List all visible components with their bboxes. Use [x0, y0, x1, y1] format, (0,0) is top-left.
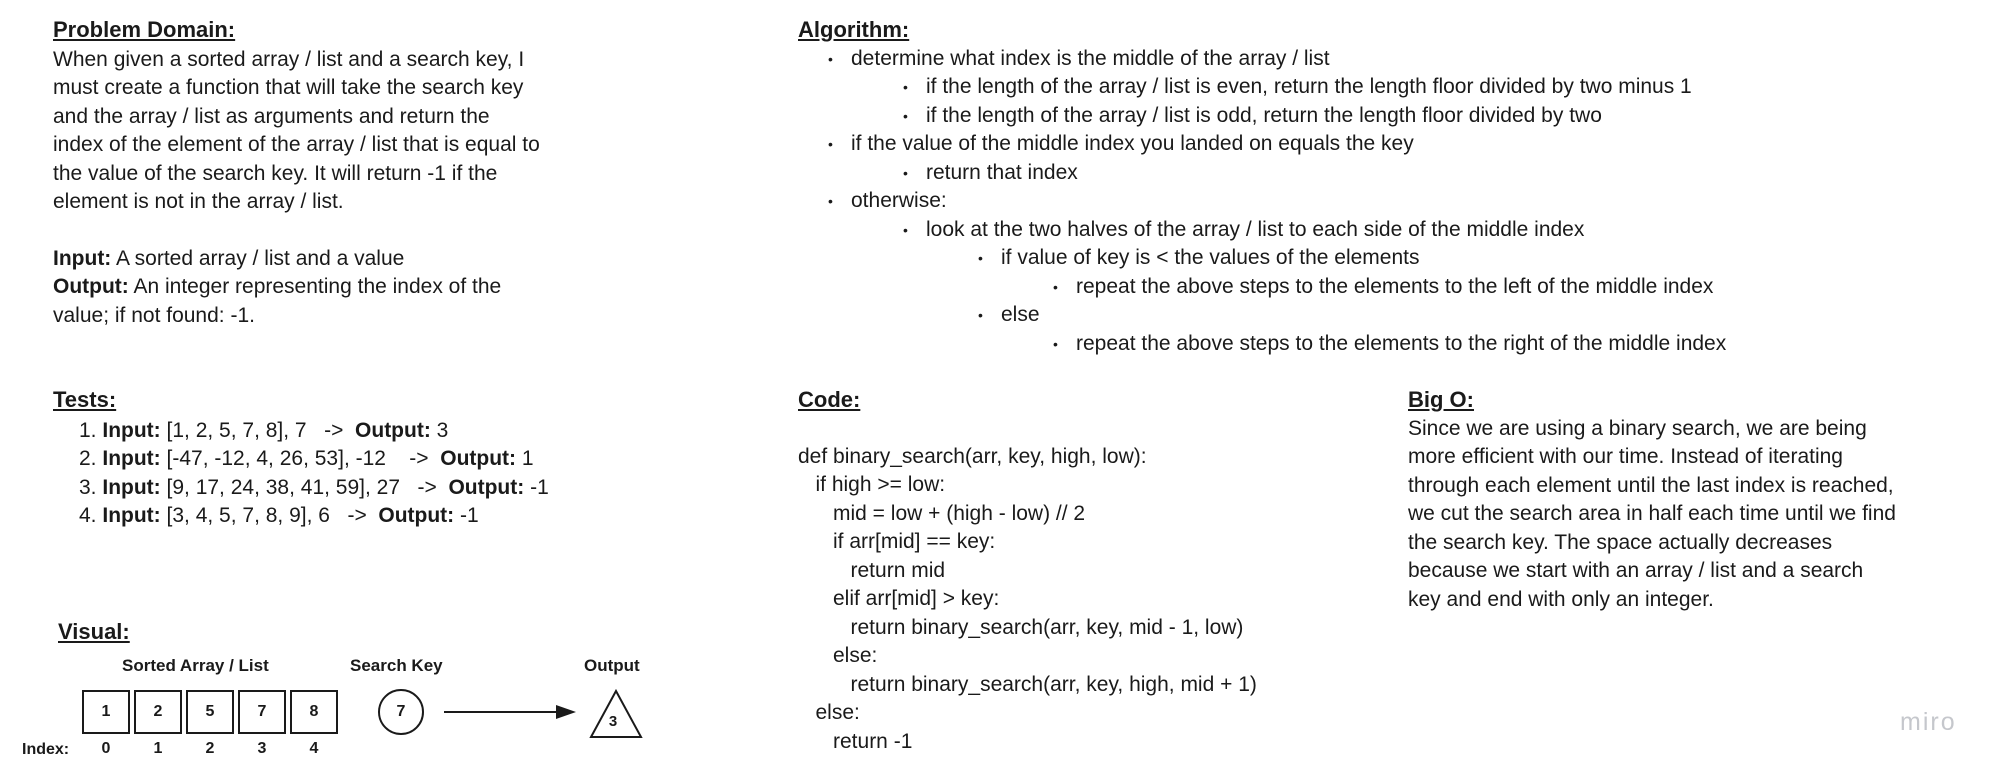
code-line: return mid: [798, 558, 946, 582]
algorithm-step: if the value of the middle index you lan…: [798, 130, 1998, 159]
algorithm-step: repeat the above steps to the elements t…: [798, 273, 1998, 302]
big-o-line: the search key. The space actually decre…: [1408, 530, 1833, 554]
big-o-section: Big O: Since we are using a binary searc…: [1408, 386, 1998, 614]
algorithm-step: if the length of the array / list is eve…: [798, 73, 1998, 102]
problem-domain-section: Problem Domain: When given a sorted arra…: [53, 16, 653, 330]
array-cell: 5: [186, 690, 234, 734]
problem-line: the value of the search key. It will ret…: [53, 161, 498, 185]
algorithm-step: else: [798, 301, 1998, 330]
input-label: Input:: [53, 246, 112, 270]
big-o-line: because we start with an array / list an…: [1408, 559, 1864, 582]
problem-output: Output: An integer representing the inde…: [53, 273, 653, 302]
array-cell: 2: [134, 690, 182, 734]
visual-heading: Visual:: [58, 619, 130, 644]
output-label: Output:: [53, 275, 129, 298]
algorithm-step: repeat the above steps to the elements t…: [798, 330, 1998, 359]
problem-line: When given a sorted array / list and a s…: [53, 47, 525, 71]
code-section: Code: def binary_search(arr, key, high, …: [798, 386, 1398, 756]
algorithm-step: return that index: [798, 159, 1998, 188]
problem-line: must create a function that will take th…: [53, 76, 524, 99]
algorithm-step: otherwise:: [798, 187, 1998, 216]
arrow-icon: [444, 705, 576, 719]
tests-heading: Tests:: [53, 387, 117, 412]
index-label: Index:: [22, 741, 70, 758]
big-o-heading: Big O:: [1408, 387, 1474, 412]
array-cell: 7: [238, 690, 286, 734]
code-line: return binary_search(arr, key, high, mid…: [798, 672, 1257, 696]
big-o-line: key and end with only an integer.: [1408, 587, 1714, 611]
index-value: 2: [205, 740, 215, 757]
problem-output-cont: value; if not found: -1.: [53, 303, 255, 327]
algorithm-heading: Algorithm:: [798, 17, 910, 42]
code-line: if arr[mid] == key:: [798, 530, 996, 553]
code-line: def binary_search(arr, key, high, low):: [798, 444, 1147, 468]
algorithm-step: look at the two halves of the array / li…: [798, 216, 1998, 245]
output-value: 3: [608, 713, 618, 730]
index-value: 1: [153, 740, 163, 757]
code-line: elif arr[mid] > key:: [798, 587, 1000, 610]
test-item: 3. Input: [9, 17, 24, 38, 41, 59], 27 ->…: [79, 475, 549, 499]
algorithm-step: if value of key is < the values of the e…: [798, 244, 1998, 273]
output-text: An integer representing the index of the: [128, 275, 502, 298]
tests-section: Tests: 1. Input: [1, 2, 5, 7, 8], 7 -> O…: [53, 386, 773, 531]
test-item: 1. Input: [1, 2, 5, 7, 8], 7 -> Output: …: [79, 418, 449, 442]
algorithm-step: determine what index is the middle of th…: [798, 45, 1998, 74]
array-label: Sorted Array / List: [122, 656, 269, 675]
problem-line: index of the element of the array / list…: [53, 133, 540, 156]
code-heading: Code:: [798, 387, 861, 412]
big-o-line: through each element until the last inde…: [1408, 473, 1894, 497]
visual-section: Visual:: [20, 618, 720, 778]
big-o-line: Since we are using a binary search, we a…: [1408, 416, 1867, 440]
algorithm-section: Algorithm: determine what index is the m…: [798, 16, 1998, 358]
code-line: return binary_search(arr, key, mid - 1, …: [798, 615, 1244, 639]
array-cell: 1: [82, 690, 130, 734]
input-text: A sorted array / list and a value: [111, 246, 405, 270]
output-triangle-icon: [589, 688, 643, 738]
index-value: 4: [309, 740, 319, 757]
code-line: return -1: [798, 729, 913, 753]
problem-line: element is not in the array / list.: [53, 190, 344, 213]
test-item: 2. Input: [-47, -12, 4, 26, 53], -12 -> …: [79, 447, 534, 470]
code-line: if high >= low:: [798, 473, 946, 496]
tests-list: 1. Input: [1, 2, 5, 7, 8], 7 -> Output: …: [53, 417, 773, 531]
big-o-line: more efficient with our time. Instead of…: [1408, 445, 1843, 468]
algorithm-step: if the length of the array / list is odd…: [798, 102, 1998, 131]
problem-input: Input: A sorted array / list and a value: [53, 245, 653, 274]
key-label: Search Key: [350, 656, 443, 675]
search-key-circle: 7: [378, 689, 424, 735]
problem-domain-heading: Problem Domain:: [53, 17, 236, 42]
code-line: else:: [798, 701, 860, 724]
problem-line: and the array / list as arguments and re…: [53, 104, 490, 128]
big-o-line: we cut the search area in half each time…: [1408, 502, 1896, 525]
array-cell: 8: [290, 690, 338, 734]
code-line: mid = low + (high - low) // 2: [798, 501, 1086, 525]
output-label: Output: [584, 656, 640, 675]
code-line: else:: [798, 644, 878, 667]
miro-logo: miro: [1900, 708, 1957, 736]
test-item: 4. Input: [3, 4, 5, 7, 8, 9], 6 -> Outpu…: [79, 504, 479, 527]
index-value: 0: [101, 740, 111, 757]
index-value: 3: [257, 740, 267, 757]
